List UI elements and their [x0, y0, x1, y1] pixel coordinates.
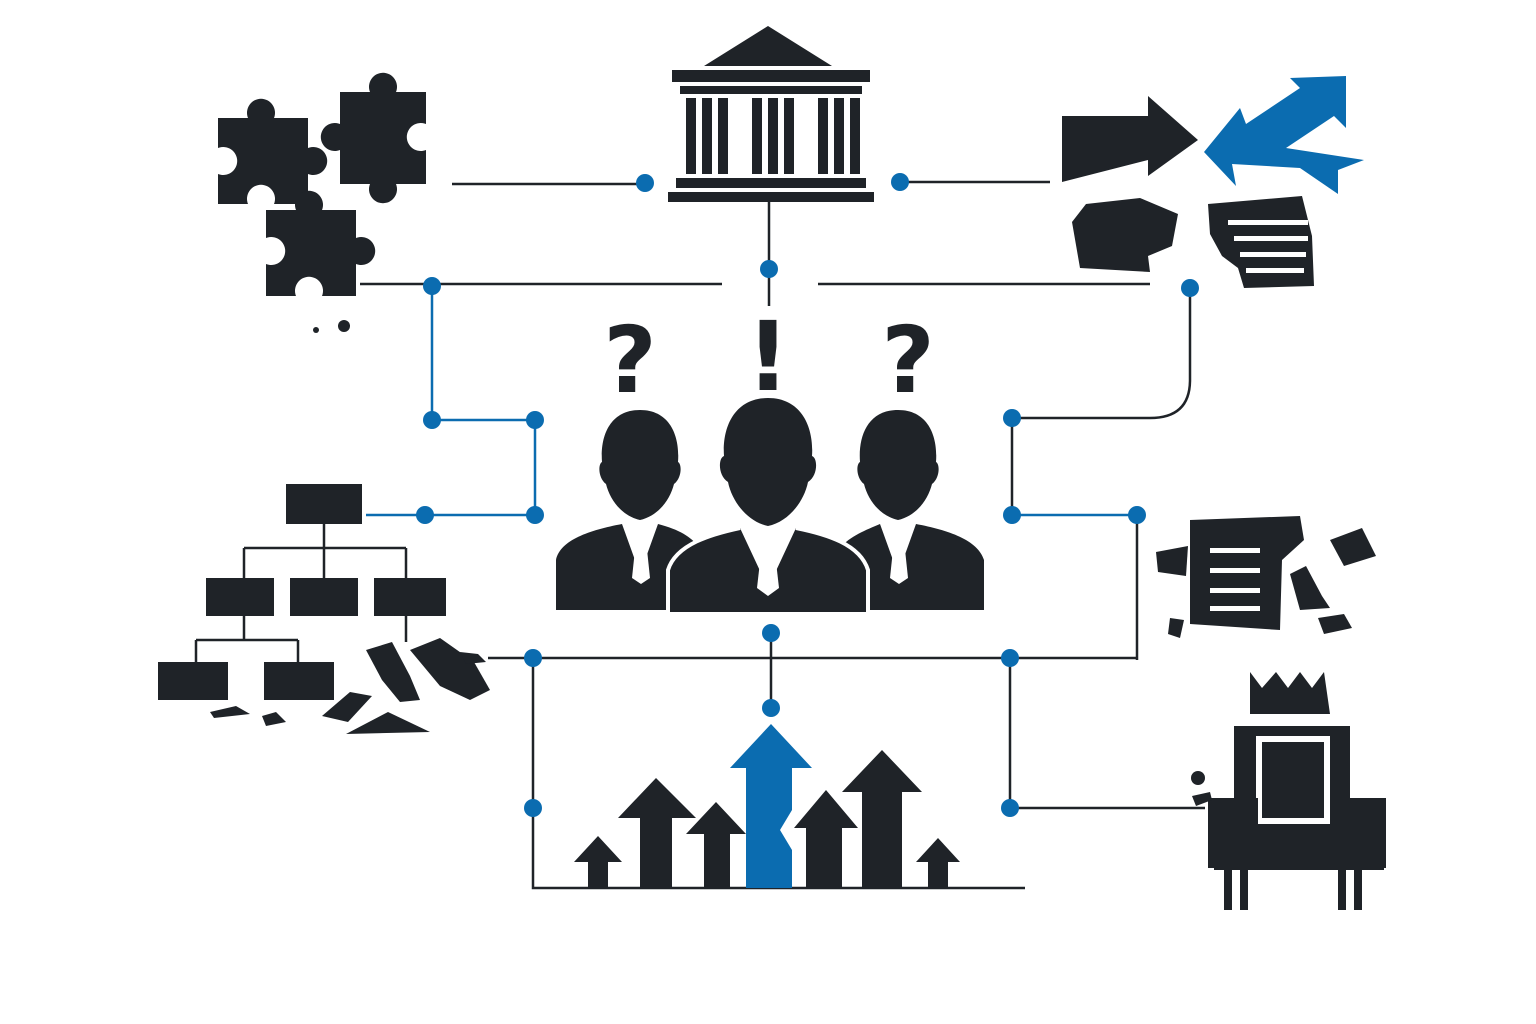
throne-crown-icon [1191, 672, 1386, 910]
growth-arrow-2 [618, 778, 696, 888]
growth-arrow-6 [916, 838, 960, 888]
node-dot [526, 411, 544, 429]
person-left [556, 410, 700, 610]
connector-lower-left-vertical [531, 658, 1025, 890]
node-dot [636, 174, 654, 192]
growth-arrow-5 [842, 750, 922, 888]
question-mark-left: ? [603, 307, 656, 414]
node-dot [524, 649, 542, 667]
node-dot [1128, 506, 1146, 524]
scattered-documents-icon [1156, 516, 1376, 638]
person-center [666, 398, 870, 612]
node-dot [1003, 409, 1021, 427]
node-dot [760, 260, 778, 278]
question-mark-right: ? [881, 307, 934, 414]
node-dot [416, 506, 434, 524]
node-dot [762, 699, 780, 717]
government-building-icon [668, 26, 874, 202]
growth-arrow-highlight [730, 724, 812, 888]
connector-right-curve [1010, 288, 1192, 515]
node-dot [891, 173, 909, 191]
node-dot [1001, 649, 1019, 667]
node-dot [1181, 279, 1199, 297]
node-dot [1001, 799, 1019, 817]
node-dot [762, 624, 780, 642]
growth-arrow-3 [686, 802, 746, 888]
connector-lower-right-vertical [1008, 658, 1205, 810]
node-dot [526, 506, 544, 524]
three-businessmen-icon: ? ! ? [556, 301, 984, 612]
org-chart-icon [158, 484, 446, 700]
growth-arrow-1 [574, 836, 622, 888]
node-dot [423, 277, 441, 295]
node-dot [1003, 506, 1021, 524]
exclamation-mark-center: ! [746, 301, 790, 413]
puzzle-pieces-icon [218, 72, 426, 333]
broken-pieces-icon [210, 638, 490, 734]
growth-arrow-4 [794, 790, 858, 888]
handshake-document-icon [1072, 196, 1314, 288]
node-dot [423, 411, 441, 429]
arrows-collision-icon [1062, 76, 1364, 194]
connector-left-bracket [425, 286, 537, 517]
person-right [840, 410, 984, 610]
growth-arrows-chart-icon [574, 724, 960, 888]
node-dot [524, 799, 542, 817]
connector-nodes [416, 173, 1199, 817]
